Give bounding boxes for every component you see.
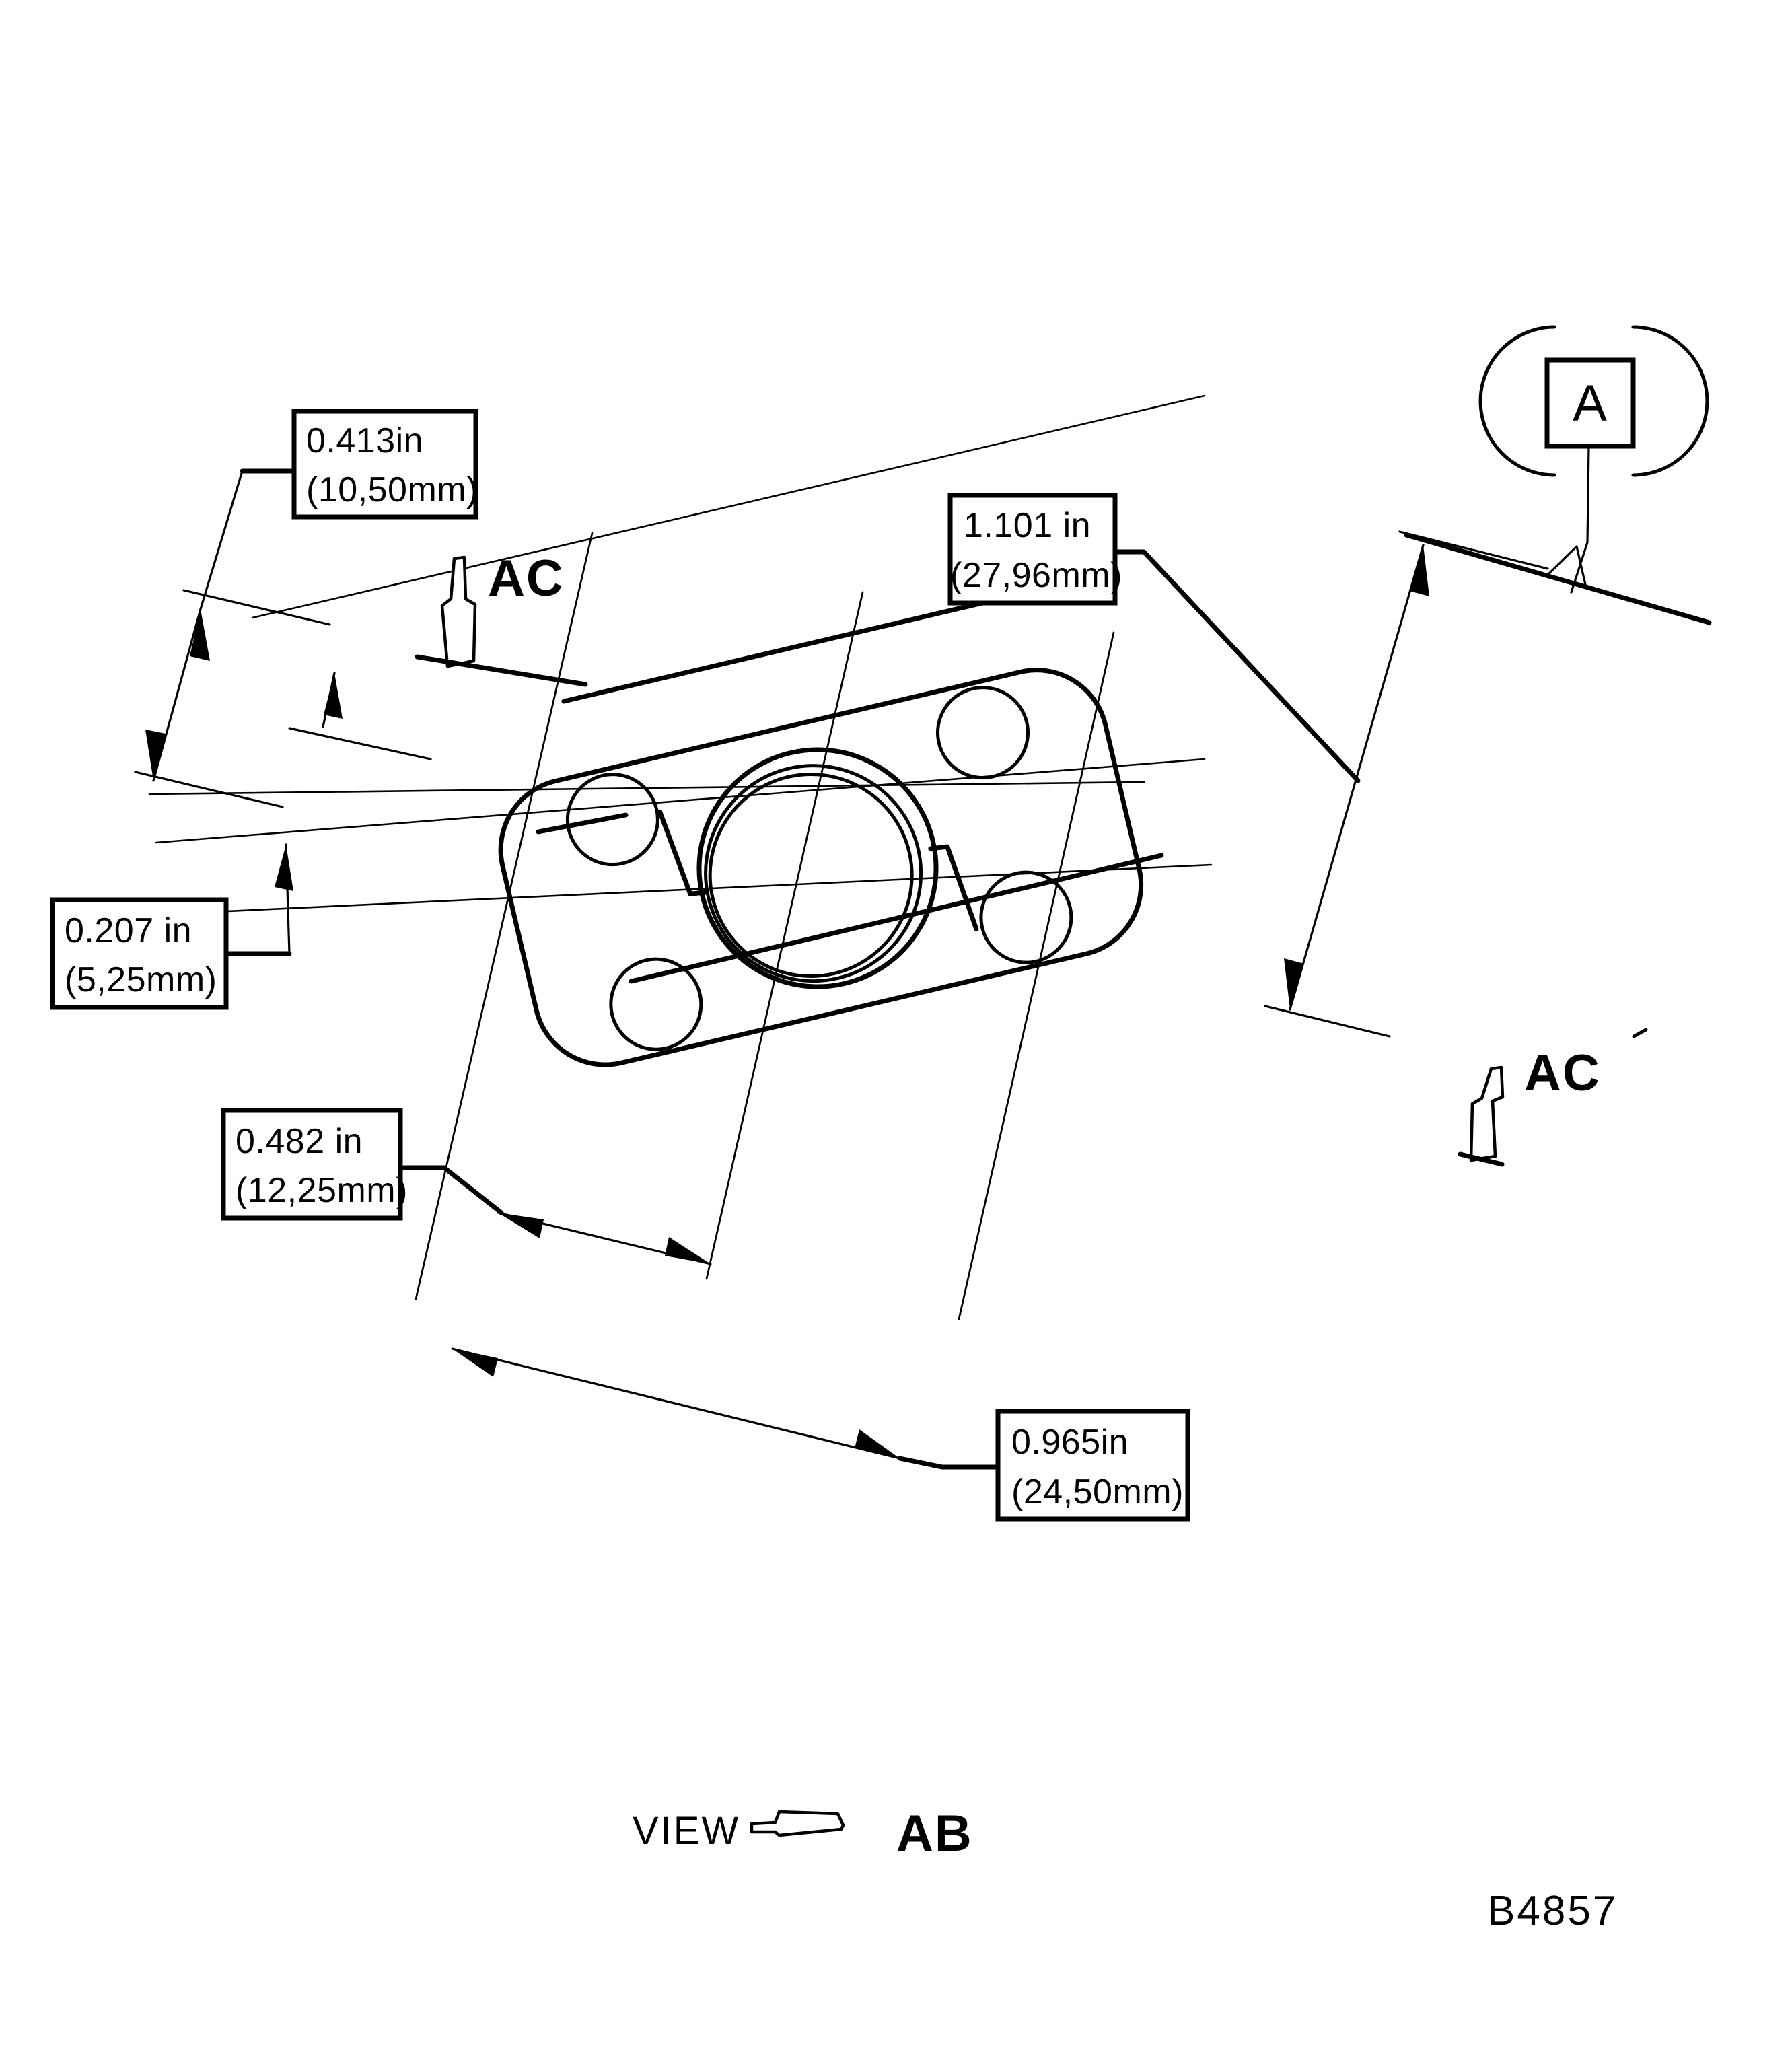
section-marker-ac-bottom[interactable]: AC [1458,1028,1648,1167]
arrowhead-0482-left [498,1213,544,1238]
callout-1101-line2: (27,96mm) [950,556,1122,595]
centerline-horizontal-lower [140,863,1213,917]
callout-0413[interactable]: 0.413in (10,50mm) [291,409,478,520]
section-label-ac-top: AC [488,550,565,607]
callout-0413-box [291,409,478,520]
view-label-name: AB [896,1805,973,1862]
callout-0413-line2: (10,50mm) [306,470,478,509]
section-arrow-icon-top [440,555,477,668]
callout-0207-line2: (5,25mm) [65,960,217,999]
view-label-group: VIEW AB [633,1805,973,1862]
arrowhead-0482-right [665,1237,711,1264]
arrowhead-0207 [324,673,343,719]
stray-tick-mark [1632,1028,1648,1038]
arrowhead-0413-top [190,609,210,661]
flange-outline [498,668,1144,1067]
callout-0482-line2: (12,25mm) [236,1171,408,1210]
arrowhead-0207-leader [275,845,293,891]
centerline-horizontal-middle [148,781,1145,795]
bolt-hole-top-right [936,686,1030,780]
callout-1101[interactable]: 1.101 in (27,96mm) [947,493,1122,606]
callout-0965-box [995,1409,1190,1522]
callout-0413-line1: 0.413in [306,421,423,460]
section-arrow-baseline-top [415,654,588,687]
callout-0482-line1: 0.482 in [236,1122,363,1161]
bolt-hole-top-left [565,773,659,867]
centerline-horizontal-upper [251,394,1206,619]
callout-1101-box [947,493,1118,606]
section-marker-ac-top[interactable]: AC [415,550,588,687]
arrowhead-0413-bottom [145,730,166,781]
arrowhead-1101-top [1409,545,1429,596]
dim-line-0413-vertical [152,608,202,782]
centerline-horizontal-mid2 [155,758,1206,844]
extension-line-right-bottom [1264,1005,1391,1038]
extension-line-bottom-right [958,631,1115,1320]
callout-0207[interactable]: 0.207 in (5,25mm) [50,897,229,1010]
arrowhead-0965-right [855,1429,900,1458]
bore-outer-circle [696,747,939,989]
drawing-id: B4857 [1487,1888,1618,1934]
arrowhead-0965-left [452,1349,498,1377]
datum-box [1544,357,1636,449]
callout-0207-line1: 0.207 in [65,911,192,950]
bolt-hole-bottom-left [609,957,703,1051]
arrowhead-1101-bottom [1284,958,1304,1009]
leader-0482 [401,1165,504,1215]
view-direction-arrow-icon [750,1810,845,1837]
callout-0965-line1: 0.965in [1011,1423,1128,1462]
extension-line-0207 [288,727,432,760]
leader-0413-tail [199,470,244,610]
extension-line-bore-center [705,591,864,1280]
datum-circle-left-arc [1478,325,1556,477]
datum-leader [1570,445,1590,594]
datum-letter: A [1573,375,1608,432]
callout-0207-box [50,897,229,1010]
extension-line-left-top [182,589,331,626]
bore-inner-circle [708,773,914,979]
leader-0965 [897,1456,1004,1470]
extension-line-bottom-left [415,532,594,1300]
datum-circle-right-arc [1631,325,1709,477]
callout-0482-box [221,1108,403,1221]
callout-0482[interactable]: 0.482 in (12,25mm) [221,1108,408,1221]
section-arrow-baseline-bottom [1458,1151,1505,1167]
callout-0965[interactable]: 0.965in (24,50mm) [995,1409,1190,1522]
datum-surface-line [1404,532,1712,625]
dim-line-0965 [451,1347,901,1460]
view-label-prefix: VIEW [633,1809,740,1853]
dimension-lines [134,468,1549,1470]
bore-middle-circle [704,764,923,983]
leader-1101 [1111,549,1361,783]
callout-1101-line1: 1.101 in [964,506,1091,545]
section-label-ac-bottom: AC [1524,1044,1601,1102]
section-arrow-icon-bottom [1469,1065,1505,1162]
callout-0965-line2: (24,50mm) [1011,1473,1184,1512]
datum-feature-symbol-a[interactable]: A [1404,325,1712,625]
extension-line-left-mid [134,771,284,808]
bore-step-upper-left [657,809,709,896]
